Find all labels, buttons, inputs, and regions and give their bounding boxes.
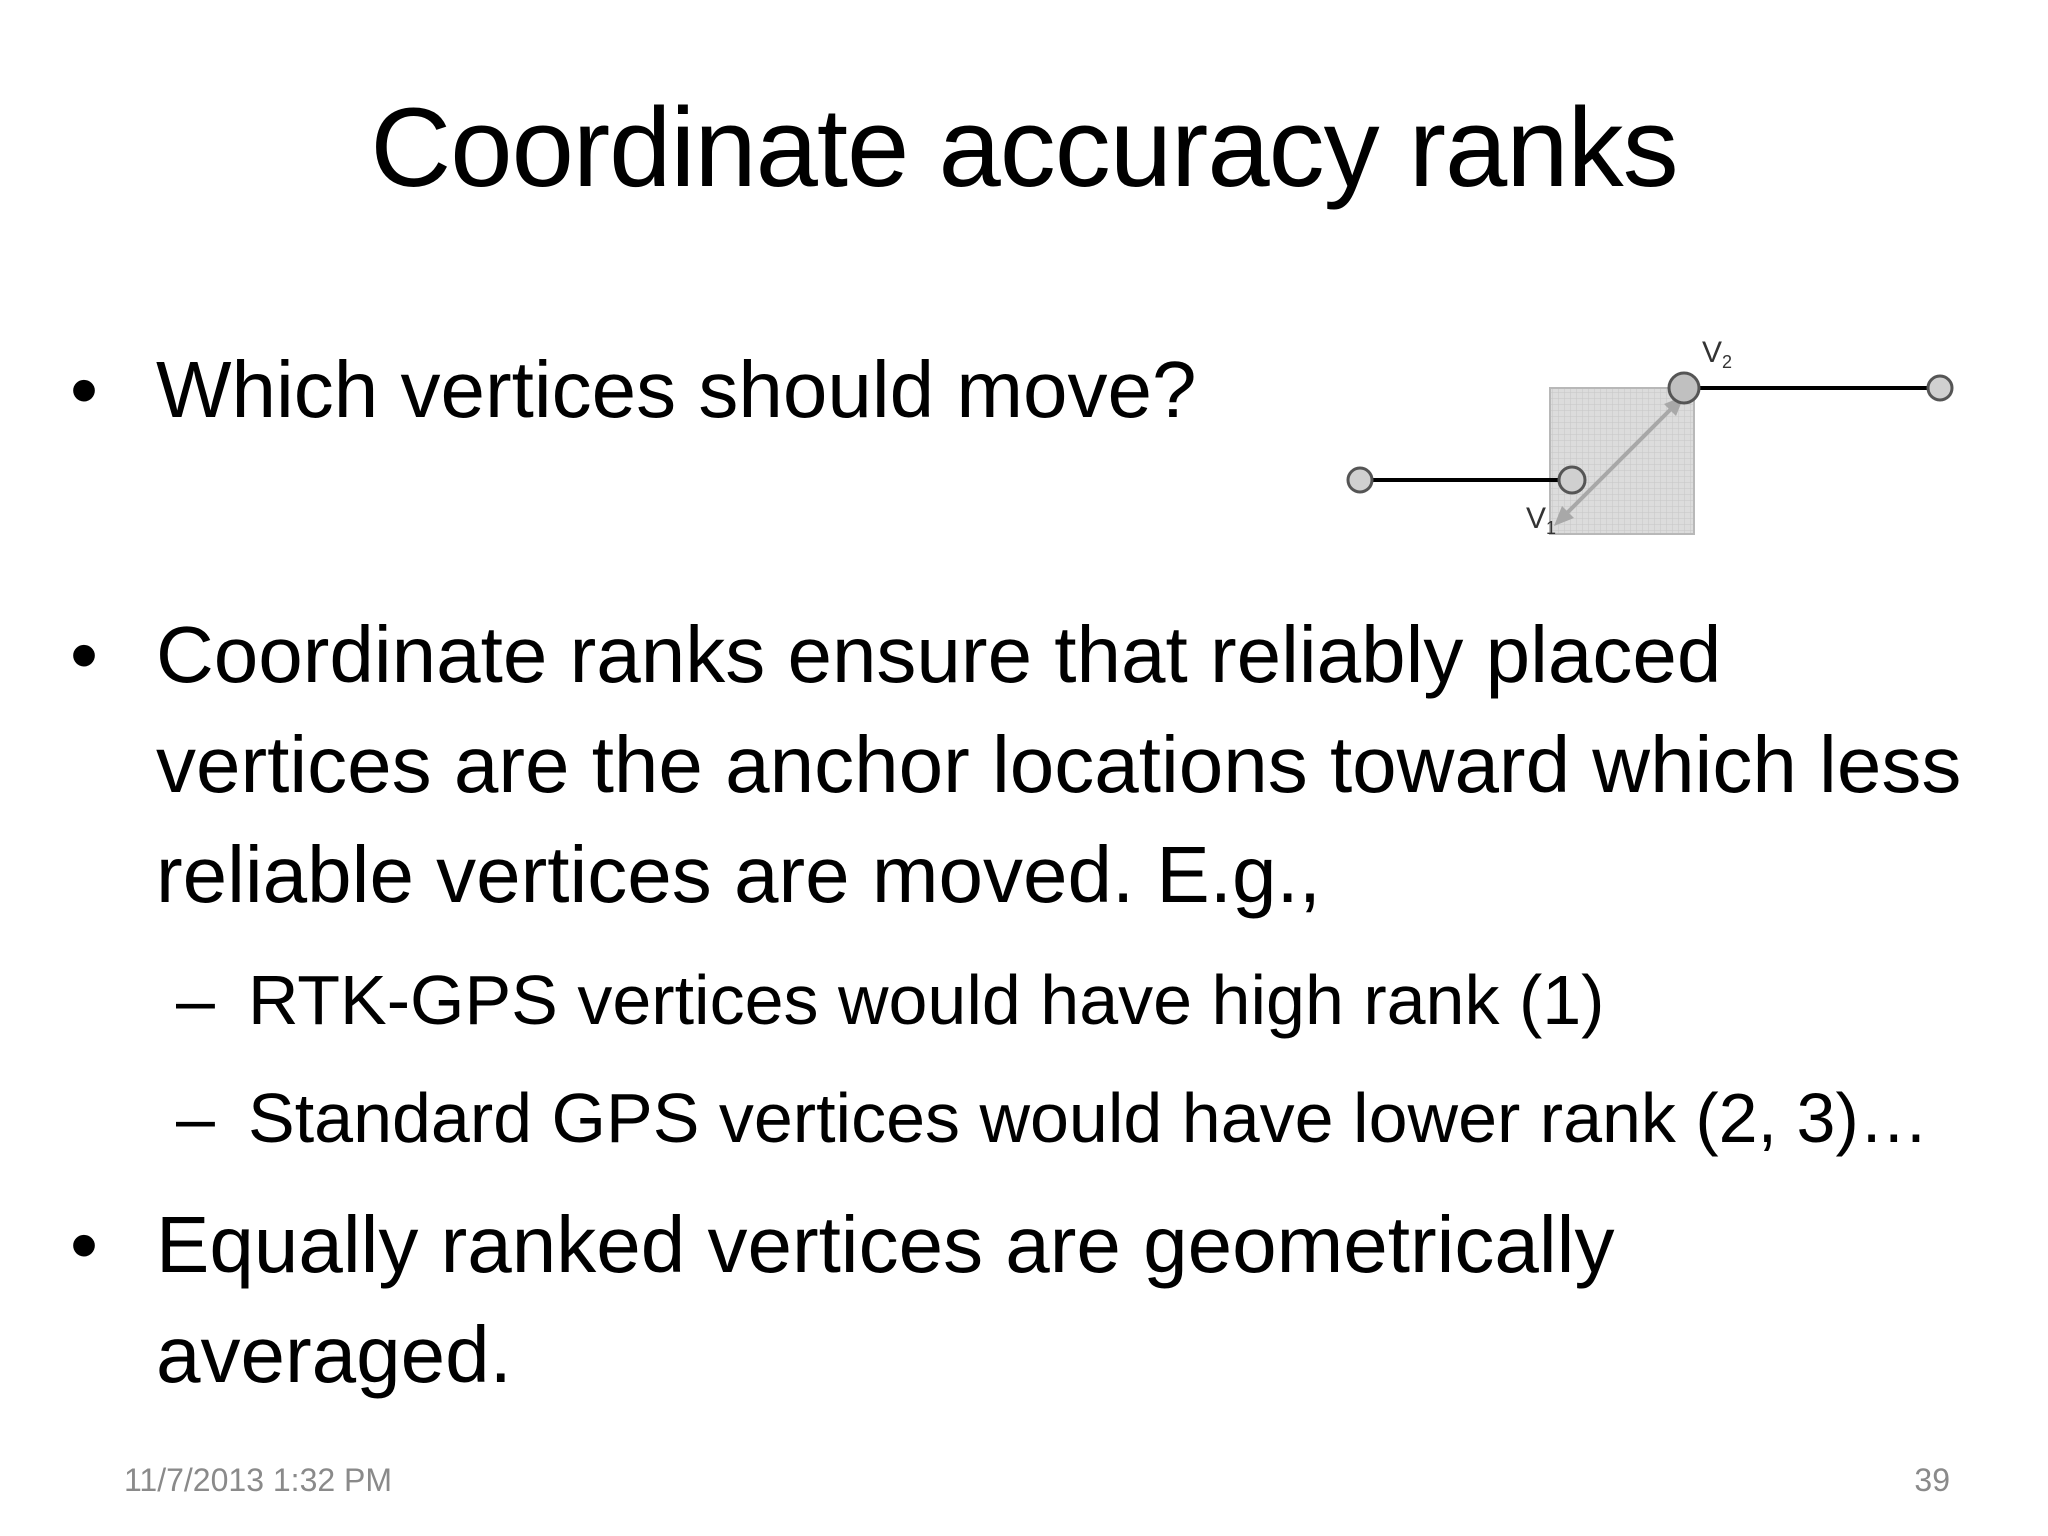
vertex-node-right bbox=[1926, 374, 1954, 402]
sub-bullet-1: – RTK-GPS vertices would have high rank … bbox=[176, 955, 1996, 1045]
bullet-marker: • bbox=[70, 345, 99, 434]
sub-bullet-2: – Standard GPS vertices would have lower… bbox=[176, 1073, 1996, 1163]
bullet-marker: • bbox=[70, 1200, 99, 1289]
sub-bullet-marker: – bbox=[176, 961, 215, 1039]
footer-datetime: 11/7/2013 1:32 PM bbox=[124, 1462, 393, 1498]
sub-bullet-marker: – bbox=[176, 1079, 215, 1157]
movement-arrow bbox=[1558, 400, 1680, 522]
bullet-marker: • bbox=[70, 610, 99, 699]
label-v2: V2 bbox=[1702, 336, 1732, 372]
label-v1: V1 bbox=[1526, 502, 1556, 538]
bullet-text: Coordinate ranks ensure that reliably pl… bbox=[156, 610, 1962, 919]
sub-bullet-text: Standard GPS vertices would have lower r… bbox=[248, 1079, 1929, 1157]
bullet-text: Equally ranked vertices are geometricall… bbox=[156, 1200, 1615, 1399]
bullet-text: Which vertices should move? bbox=[156, 345, 1197, 434]
vertex-node-v1 bbox=[1557, 465, 1587, 495]
vertex-snap-diagram: V1 V2 bbox=[1346, 336, 1954, 538]
vertex-node-v2 bbox=[1667, 371, 1701, 405]
vertex-node-left bbox=[1346, 466, 1374, 494]
sub-bullet-text: RTK-GPS vertices would have high rank (1… bbox=[248, 961, 1605, 1039]
bullet-2: • Coordinate ranks ensure that reliably … bbox=[70, 600, 1970, 930]
bullet-1: • Which vertices should move? bbox=[70, 335, 1970, 445]
slide-number: 39 bbox=[1914, 1462, 1950, 1498]
bullet-3: • Equally ranked vertices are geometrica… bbox=[70, 1190, 1970, 1410]
slide-title: Coordinate accuracy ranks bbox=[370, 85, 1678, 210]
arrow-head-down bbox=[1554, 506, 1574, 526]
